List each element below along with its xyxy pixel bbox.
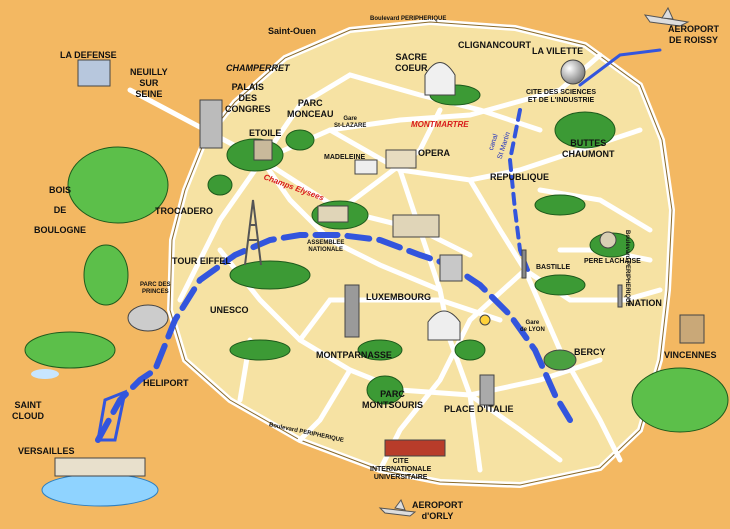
label-palais-congres: PALAIS DES CONGRES — [225, 82, 271, 114]
assemblee-icon — [317, 205, 349, 223]
label-periph-right: Boulevard PERIPHERIQUE — [624, 230, 630, 307]
label-republique: REPUBLIQUE — [490, 172, 550, 182]
label-nation: NATION — [628, 298, 662, 308]
cite-universitaire-icon — [384, 439, 446, 457]
luxembourg-flowers-icon — [479, 314, 491, 326]
label-luxembourg: LUXEMBOURG — [366, 292, 431, 302]
monuments — [54, 59, 705, 477]
eiffel-tower-icon — [244, 199, 262, 266]
label-place-d-italie: PLACE D'ITALIE — [444, 404, 514, 414]
label-gare-st-lazare: Gare St-LAZARE — [334, 116, 367, 129]
label-bastille: BASTILLE — [536, 264, 571, 271]
madeleine-icon — [354, 159, 378, 175]
saint-cloud-pond — [31, 369, 59, 379]
versailles-pond — [41, 473, 159, 507]
label-cite-universitaire: CITE INTERNATIONALE UNIVERSITAIRE — [370, 458, 432, 481]
label-parc-montsouris: PARC MONTSOURIS — [362, 389, 424, 410]
opera-icon — [385, 149, 417, 169]
label-saint-cloud: SAINT CLOUD — [12, 400, 44, 421]
label-assemblee-nationale: ASSEMBLEE NATIONALE — [307, 240, 345, 253]
river-seine — [95, 48, 662, 443]
label-aeroport-orly: AEROPORT d'ORLY — [412, 500, 464, 521]
vincennes-castle-icon — [679, 314, 705, 344]
label-bois-de-boulogne: BOIS DE BOULOGNE — [34, 185, 87, 235]
parc-des-princes-icon — [127, 304, 169, 332]
louvre-icon — [392, 214, 440, 238]
aeroport-roissy-plane-icon — [643, 6, 690, 27]
bercy-icon — [543, 349, 577, 371]
la-defense-icon — [77, 59, 111, 87]
palais-congres-icon — [199, 99, 223, 149]
label-champerret: CHAMPERRET — [226, 63, 290, 73]
nation-columns-icon — [617, 284, 623, 308]
label-neuilly: NEUILLY SUR SEINE — [130, 67, 168, 99]
label-montmartre: MONTMARTRE — [411, 120, 469, 129]
aeroport-orly-plane-icon — [378, 498, 417, 517]
sacre-coeur-icon — [424, 62, 456, 96]
arc-de-triomphe-icon — [253, 139, 273, 161]
label-buttes-chaumont: BUTTES CHAUMONT — [562, 138, 615, 159]
geode-icon — [560, 59, 586, 85]
label-tour-eiffel: TOUR EIFFEL — [172, 256, 231, 266]
label-parc-des-princes: PARC DES PRINCES — [140, 282, 171, 295]
label-saint-ouen: Saint-Ouen — [268, 26, 317, 36]
pere-lachaise-icon — [599, 231, 617, 249]
label-la-vilette: LA VILETTE — [532, 46, 584, 56]
label-etoile: ETOILE — [249, 128, 282, 138]
label-opera: OPERA — [418, 148, 451, 158]
place-italie-icon — [479, 374, 495, 406]
label-heliport: HELIPORT — [143, 378, 189, 388]
label-versailles: VERSAILLES — [18, 446, 75, 456]
label-madeleine: MADELEINE — [324, 154, 366, 161]
peripherique-outline — [169, 21, 673, 486]
label-pere-lachaise: PERE LACHAISE — [584, 258, 641, 265]
label-unesco: UNESCO — [210, 305, 249, 315]
label-montparnasse: MONTPARNASSE — [316, 350, 392, 360]
label-periph-top: Boulevard PERIPHERIQUE — [370, 16, 447, 22]
label-parc-monceau: PARC MONCEAU — [287, 98, 334, 119]
notre-dame-icon — [439, 254, 463, 282]
label-aeroport-roissy: AEROPORT DE ROISSY — [668, 24, 720, 45]
label-clignancourt: CLIGNANCOURT — [458, 40, 531, 50]
bastille-column-icon — [521, 249, 527, 279]
label-sacre-coeur: SACRE COEUR — [395, 52, 428, 73]
label-gare-de-lyon: Gare de LYON — [520, 320, 545, 333]
label-vincennes: VINCENNES — [664, 350, 717, 360]
versailles-palace-icon — [54, 457, 146, 477]
label-cite-sciences: CITE DES SCIENCES ET DE L'INDUSTRIE — [526, 89, 597, 104]
label-bercy: BERCY — [574, 347, 606, 357]
pantheon-icon — [427, 310, 461, 341]
montparnasse-tower-icon — [344, 284, 360, 338]
label-trocadero: TROCADERO — [155, 206, 213, 216]
label-la-defense: LA DEFENSE — [60, 50, 117, 60]
